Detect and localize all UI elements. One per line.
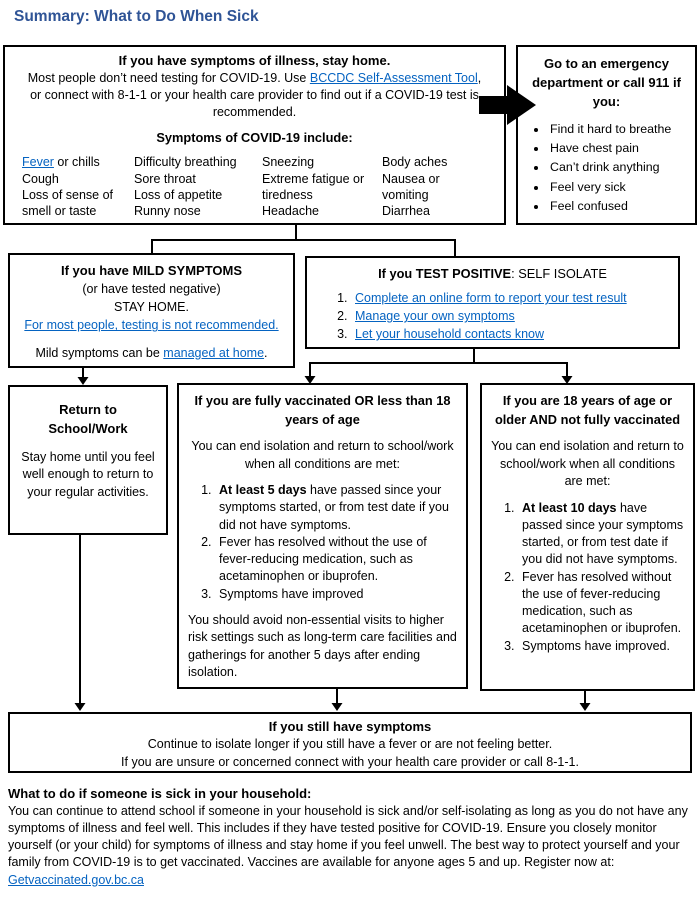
- bullet-item: Feel very sick: [548, 179, 687, 196]
- box-heading: Go to an emergency department or call 91…: [532, 56, 681, 109]
- test-positive-box: If you TEST POSITIVE: SELF ISOLATE Compl…: [305, 256, 680, 349]
- manage-symptoms-link[interactable]: Manage your own symptoms: [355, 309, 515, 324]
- household-heading: What to do if someone is sick in your ho…: [8, 786, 312, 801]
- box-heading: Return to School/Work: [18, 401, 158, 439]
- mild-line: (or have tested negative): [82, 282, 221, 297]
- box-heading: If you have MILD SYMPTOMS: [60, 263, 243, 278]
- getvaccinated-link[interactable]: Getvaccinated.gov.bc.ca: [8, 873, 144, 887]
- positive-steps-list: Complete an online form to report your t…: [317, 289, 668, 343]
- item-bold: At least 5 days: [219, 483, 307, 498]
- household-body-text: You can continue to attend school if som…: [8, 804, 688, 869]
- mild-line: STAY HOME.: [113, 300, 189, 315]
- heading-line: Return to: [59, 402, 117, 417]
- symptom-item: Sneezing: [262, 155, 315, 170]
- symptom-item-text: or chills: [53, 155, 100, 170]
- mild-last-line: Mild symptoms can be managed at home.: [18, 344, 285, 362]
- bullet-item: Have chest pain: [548, 140, 687, 157]
- conditions-list: At least 10 days have passed since your …: [491, 500, 684, 655]
- conditions-list: At least 5 days have passed since your s…: [188, 482, 457, 603]
- symptom-item: Diarrhea: [382, 204, 430, 219]
- intro-post: , or connect with 8-1-1 or your health c…: [30, 70, 482, 120]
- report-test-result-link[interactable]: Complete an online form to report your t…: [355, 291, 627, 306]
- box-heading: If you still have symptoms: [268, 719, 432, 734]
- item-rest: have passed since your symptoms started,…: [522, 500, 684, 567]
- list-item: Symptoms have improved.: [518, 638, 684, 655]
- heading-line: School/Work: [48, 420, 128, 436]
- heading-bold: If you TEST POSITIVE: [378, 266, 512, 281]
- conditions-intro: You can end isolation and return to scho…: [191, 439, 454, 471]
- list-item: Symptoms have improved: [215, 586, 457, 603]
- symptom-item: Loss of sense of smell or taste: [22, 187, 114, 219]
- avoid-visits-note: You should avoid non-essential visits to…: [188, 612, 457, 680]
- symptom-item: Difficulty breathing: [134, 155, 237, 170]
- fully-vaccinated-box: If you are fully vaccinated OR less than…: [177, 383, 468, 689]
- household-contacts-link[interactable]: Let your household contacts know: [355, 327, 545, 342]
- box-heading: If you TEST POSITIVE: SELF ISOLATE: [317, 265, 668, 282]
- symptoms-columns: Fever or chills Cough Loss of sense of s…: [15, 154, 494, 219]
- symptoms-heading: Symptoms of COVID-19 include:: [156, 130, 353, 146]
- symptom-item: Extreme fatigue or tiredness: [262, 171, 365, 202]
- still-line: If you are unsure or concerned connect w…: [121, 754, 579, 769]
- arrowhead-down-icon: [77, 377, 89, 385]
- still-line: Continue to isolate longer if you still …: [147, 737, 553, 752]
- page-title: Summary: What to Do When Sick: [14, 8, 259, 25]
- list-item: Fever has resolved without the use of fe…: [518, 569, 684, 638]
- symptom-item: Loss of appetite: [134, 187, 223, 202]
- bullet-item: Find it hard to breathe: [548, 121, 687, 138]
- conditions-intro: You can end isolation and return to scho…: [491, 439, 684, 489]
- item-bold: At least 10 days: [522, 500, 617, 515]
- not-fully-vaccinated-box: If you are 18 years of age or older AND …: [480, 383, 695, 691]
- symptoms-column-1: Fever or chills Cough Loss of sense of s…: [22, 154, 134, 219]
- box-heading: If you have symptoms of illness, stay ho…: [118, 53, 391, 68]
- heading-rest: : SELF ISOLATE: [511, 266, 607, 281]
- item-rest: have passed since your symptoms started,…: [219, 483, 449, 532]
- return-school-work-box: Return to School/Work Stay home until you…: [8, 385, 168, 535]
- bccdc-self-assessment-link[interactable]: BCCDC Self-Assessment Tool: [309, 70, 478, 85]
- return-body-text: Stay home until you feel well enough to …: [21, 449, 155, 500]
- symptom-item: Headache: [262, 204, 319, 219]
- symptoms-illness-box: If you have symptoms of illness, stay ho…: [3, 45, 506, 225]
- symptom-item: Cough: [22, 171, 59, 186]
- list-item: At least 10 days have passed since your …: [518, 500, 684, 569]
- mild-last-pre: Mild symptoms can be: [35, 345, 164, 360]
- mild-last-post: .: [264, 345, 268, 360]
- list-item: Complete an online form to report your t…: [351, 289, 668, 307]
- still-symptoms-box: If you still have symptoms Continue to i…: [8, 712, 692, 773]
- household-section: What to do if someone is sick in your ho…: [8, 786, 696, 889]
- symptoms-column-4: Body aches Nausea or vomiting Diarrhea: [382, 154, 482, 219]
- list-item: Manage your own symptoms: [351, 307, 668, 325]
- symptoms-column-3: Sneezing Extreme fatigue or tiredness He…: [262, 154, 382, 219]
- arrowhead-down-icon: [579, 703, 591, 711]
- symptom-item: Runny nose: [134, 204, 201, 219]
- arrowhead-down-icon: [331, 703, 343, 711]
- list-item: Let your household contacts know: [351, 325, 668, 343]
- emergency-box: Go to an emergency department or call 91…: [516, 45, 697, 225]
- symptom-item: Fever or chills: [22, 154, 134, 170]
- testing-not-recommended-link[interactable]: For most people, testing is not recommen…: [24, 318, 279, 333]
- emergency-bullet-list: Find it hard to breathe Have chest pain …: [526, 121, 687, 216]
- fever-link[interactable]: Fever: [22, 155, 54, 170]
- symptoms-column-2: Difficulty breathing Sore throat Loss of…: [134, 154, 262, 219]
- bullet-item: Can’t drink anything: [548, 159, 687, 176]
- managed-at-home-link[interactable]: managed at home: [163, 345, 265, 360]
- symptom-item: Sore throat: [134, 171, 196, 186]
- symptom-item: Nausea or vomiting: [382, 171, 440, 202]
- list-item: Fever has resolved without the use of fe…: [215, 534, 457, 586]
- bullet-item: Feel confused: [548, 198, 687, 215]
- box-heading: If you are fully vaccinated OR less than…: [194, 393, 451, 427]
- intro-pre: Most people don’t need testing for COVID…: [27, 70, 310, 85]
- mild-symptoms-box: If you have MILD SYMPTOMS (or have teste…: [8, 253, 295, 368]
- intro-text: Most people don’t need testing for COVID…: [24, 70, 486, 122]
- mild-link-line: For most people, testing is not recommen…: [18, 316, 285, 334]
- arrowhead-down-icon: [74, 703, 86, 711]
- box-heading: If you are 18 years of age or older AND …: [494, 393, 681, 427]
- list-item: At least 5 days have passed since your s…: [215, 482, 457, 534]
- symptom-item: Body aches: [382, 155, 448, 170]
